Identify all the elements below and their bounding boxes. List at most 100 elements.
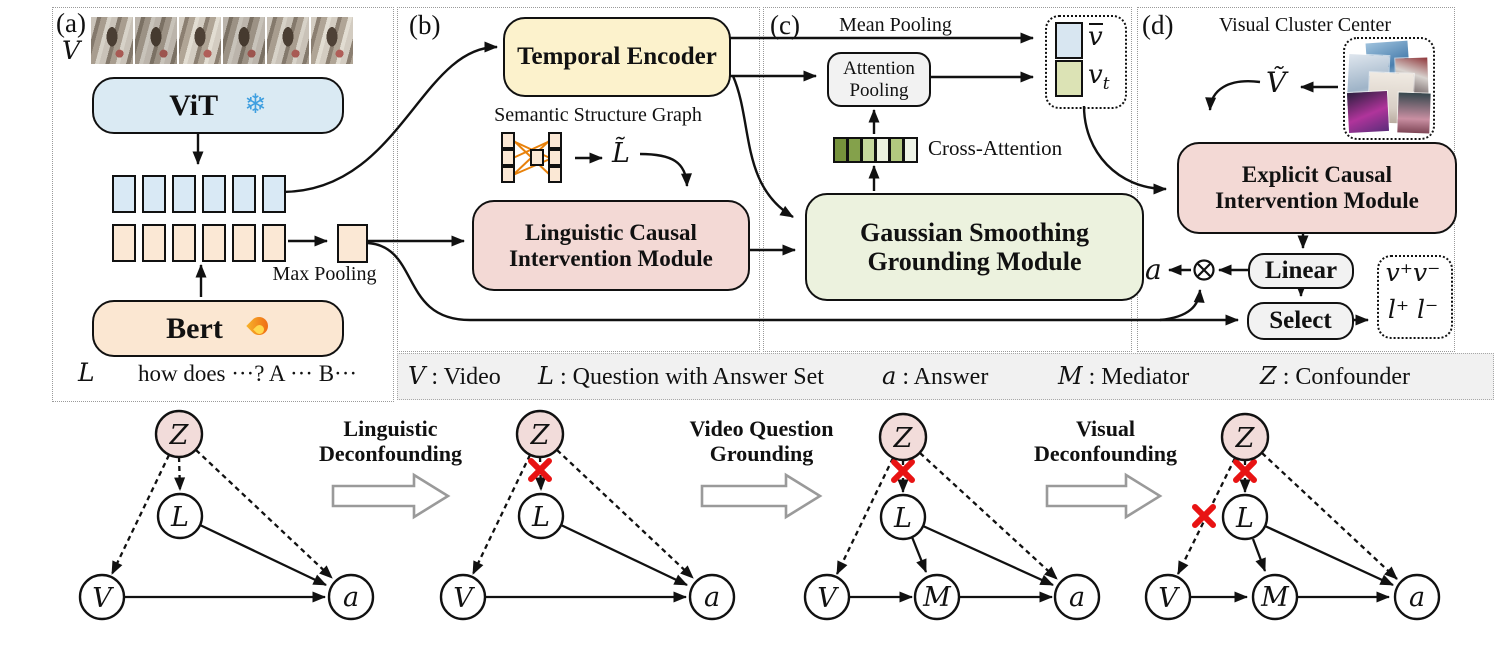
video-frame-thumbnail (179, 17, 221, 64)
video-frame-thumbnail (91, 17, 133, 64)
node-video (439, 573, 487, 621)
l-tilde-symbol: L̃ (612, 138, 630, 169)
v-bar-base: v (1088, 22, 1103, 52)
node-label: Z (530, 420, 551, 451)
legend-item-question: L : Question with Answer Set (538, 362, 824, 391)
legend-symbol: V (408, 362, 426, 390)
otimes-icon (1193, 259, 1215, 281)
visual-cluster-box (1343, 37, 1435, 140)
max-pooling-label: Max Pooling (272, 263, 377, 285)
temporal-encoder-box: Temporal Encoder (503, 17, 731, 97)
node-confounder (515, 409, 565, 459)
transition-line1: Linguistic (343, 416, 438, 441)
transition-line1: Video Question (689, 416, 834, 441)
node-answer (327, 573, 375, 621)
text-token (112, 224, 136, 262)
node-label: a (1069, 582, 1085, 613)
node-mediator (1251, 573, 1299, 621)
video-frame-thumbnail (223, 17, 265, 64)
legend-item-confounder: Z : Confounder (1260, 362, 1410, 391)
legend-item-answer: a : Answer (882, 362, 988, 391)
video-frame-thumbnail (135, 17, 177, 64)
max-pooled-token (337, 224, 368, 263)
node-language (156, 492, 204, 540)
select-box: Select (1247, 302, 1354, 340)
fire-icon (249, 316, 270, 341)
node-confounder (878, 412, 928, 462)
linear-label: Linear (1264, 257, 1338, 284)
linear-box: Linear (1248, 253, 1354, 289)
legend-desc: : Video (431, 364, 501, 390)
node-confounder (154, 409, 204, 459)
v-t-symbol: vt (1088, 60, 1110, 94)
node-label: V (1158, 583, 1180, 614)
attention-weight-token (875, 137, 890, 163)
cluster-thumbnail (1346, 90, 1390, 134)
panel-a-border (52, 7, 394, 402)
text-token (142, 224, 166, 262)
attention-weight-token (889, 137, 904, 163)
attention-weight-token (903, 137, 918, 163)
red-x-icon (528, 458, 1257, 528)
vit-label: ViT (169, 88, 219, 122)
linguistic-causal-module-label: Linguistic Causal Intervention Module (509, 219, 713, 271)
bert-label: Bert (166, 311, 223, 345)
attention-weight-token (861, 137, 876, 163)
transition-arrow-icon (331, 472, 1163, 520)
legend-desc: : Question with Answer Set (559, 364, 824, 390)
node-label: a (343, 582, 359, 613)
bert-box: Bert (92, 300, 344, 357)
node-video (1144, 573, 1192, 621)
video-token (172, 175, 196, 213)
question-text: how does ···? A ··· B··· (137, 361, 358, 386)
linguistic-causal-module-box: Linguistic Causal Intervention Module (472, 200, 750, 291)
legend-item-mediator: M : Mediator (1058, 362, 1189, 391)
text-token (262, 224, 286, 262)
visual-cluster-label: Visual Cluster Center (1218, 14, 1392, 36)
node-video (803, 573, 851, 621)
legend-item-video: V : Video (408, 362, 501, 391)
node-confounder (1220, 412, 1270, 462)
legend-symbol: Z (1260, 362, 1277, 390)
select-label: Select (1269, 307, 1332, 334)
gaussian-module-label: Gaussian Smoothing Grounding Module (859, 217, 1090, 276)
v-t-base: v (1088, 60, 1103, 90)
language-symbol: L (78, 358, 95, 387)
transition-line2: Deconfounding (318, 440, 463, 466)
legend-desc: : Confounder (1282, 364, 1410, 390)
node-label: M (922, 582, 952, 613)
node-answer (1393, 573, 1441, 621)
legend-bar (397, 353, 1494, 400)
temporal-encoder-label: Temporal Encoder (517, 43, 717, 70)
node-answer (688, 573, 736, 621)
node-label: Z (169, 420, 190, 451)
attention-weight-token (847, 137, 862, 163)
panel-d-label: (d) (1142, 10, 1174, 40)
node-label: V (817, 583, 839, 614)
v-bar-token (1055, 22, 1083, 59)
text-token (202, 224, 226, 262)
node-language (517, 492, 565, 540)
node-label: V (92, 583, 114, 614)
node-label: Z (893, 423, 914, 454)
node-label: V (453, 583, 475, 614)
video-token (142, 175, 166, 213)
panel-a-label: (a) (56, 8, 86, 38)
legend-symbol: L (538, 362, 554, 390)
node-video (78, 573, 126, 621)
outputs-line1: v⁺v⁻ (1385, 258, 1441, 287)
v-tilde-symbol: Ṽ (1266, 66, 1287, 99)
node-label: M (1260, 582, 1290, 613)
video-token (202, 175, 226, 213)
transition-label-video-question-grounding: Video Question Grounding (683, 416, 840, 467)
vit-box: ViT ❄ (92, 77, 344, 134)
v-bar-symbol: v (1088, 22, 1103, 52)
cluster-thumbnail (1397, 92, 1431, 134)
pooled-features-box (1045, 15, 1127, 109)
transition-line2: Deconfounding (1033, 440, 1178, 466)
node-label: L (170, 502, 189, 533)
video-token (112, 175, 136, 213)
explicit-causal-module-label: Explicit Causal Intervention Module (1215, 162, 1419, 213)
video-frame-thumbnail (311, 17, 353, 64)
text-token (172, 224, 196, 262)
